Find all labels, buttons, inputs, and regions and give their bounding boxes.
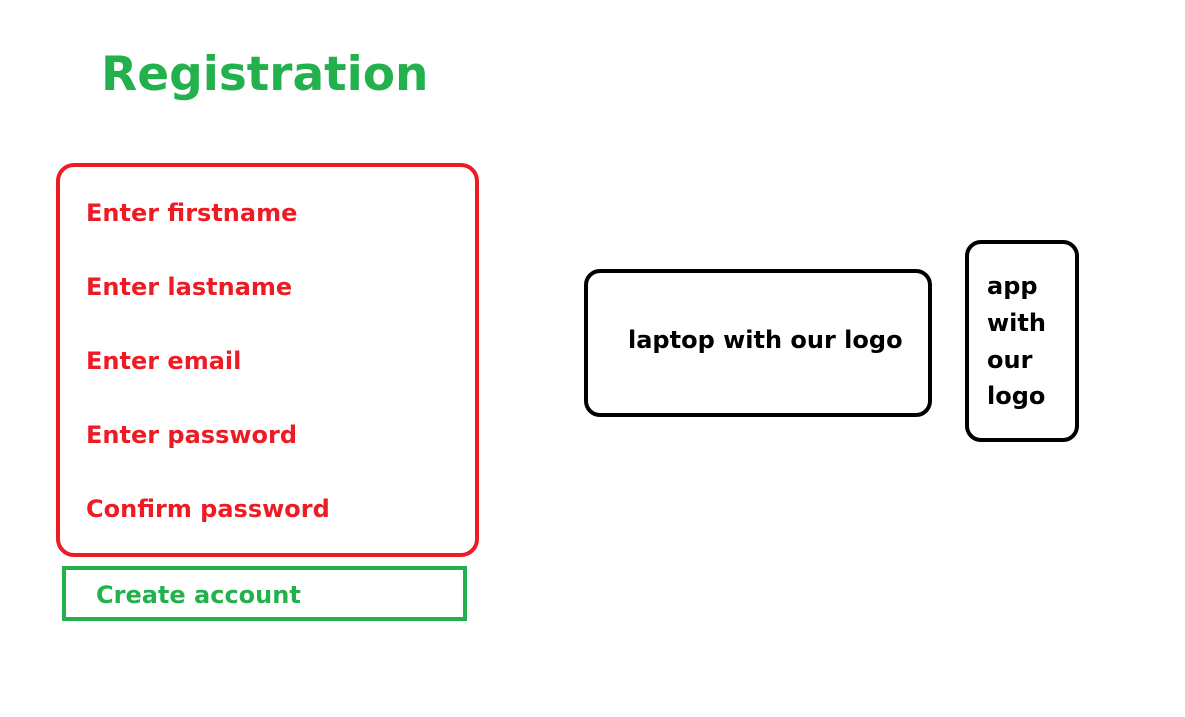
create-account-label: Create account [96,581,301,609]
app-logo-text-line: logo [987,382,1046,410]
confirm-password-field[interactable]: Confirm password [86,495,330,523]
lastname-field[interactable]: Enter lastname [86,273,293,301]
page-title: Registration [101,47,429,102]
app-logo-text-line: our [987,346,1033,374]
laptop-logo-placeholder: laptop with our logo [584,269,932,417]
create-account-button[interactable]: Create account [62,566,467,621]
laptop-logo-text: laptop with our logo [628,326,903,354]
email-field[interactable]: Enter email [86,347,242,375]
app-logo-text-line: with [987,309,1046,337]
app-logo-text-line: app [987,272,1038,300]
registration-form: Enter firstname Enter lastname Enter ema… [56,163,479,557]
firstname-field[interactable]: Enter firstname [86,199,298,227]
password-field[interactable]: Enter password [86,421,298,449]
app-logo-placeholder: app with our logo [965,240,1079,442]
